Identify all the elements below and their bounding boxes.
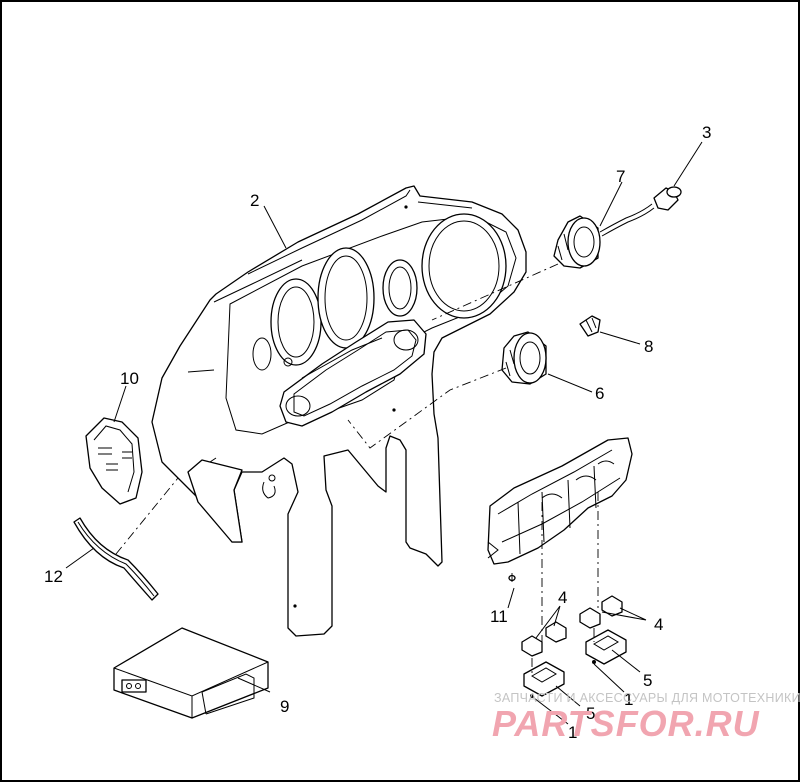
inner-fairing-part-2 [151, 185, 527, 637]
callout-labels: 2 7 3 8 6 10 12 11 4 4 5 1 5 1 9 [44, 123, 711, 742]
clip-parts-4 [521, 595, 623, 657]
connector-part-8 [579, 315, 601, 337]
callout-12: 12 [44, 567, 63, 586]
box-part-9 [113, 627, 269, 719]
bracket-parts-5 [523, 629, 627, 697]
watermark: ЗАПЧАСТИ И АКСЕССУАРЫ ДЛЯ МОТОТЕХНИКИ PA… [492, 691, 800, 744]
leader-lines [65, 141, 703, 725]
speaker-part-7 [553, 215, 601, 269]
callout-10: 10 [120, 369, 139, 388]
callout-11: 11 [490, 607, 508, 626]
outer-fairing-lower-part [487, 437, 633, 565]
callout-7: 7 [616, 167, 625, 186]
screw-parts-1 [530, 660, 596, 698]
callout-5a: 5 [643, 671, 652, 690]
callout-4a: 4 [558, 588, 567, 607]
callout-5b: 5 [586, 704, 595, 723]
callout-3: 3 [702, 123, 711, 142]
speaker-part-6 [501, 331, 547, 385]
gasket-part-10 [85, 417, 143, 505]
callout-4b: 4 [654, 615, 663, 634]
callout-2: 2 [250, 191, 259, 210]
callout-6: 6 [595, 384, 604, 403]
callout-9: 9 [280, 697, 289, 716]
assembly-lines [115, 263, 599, 674]
callout-1a: 1 [624, 690, 633, 709]
callout-8: 8 [644, 337, 653, 356]
callout-1b: 1 [568, 723, 577, 742]
watermark-tagline: ЗАПЧАСТИ И АКСЕССУАРЫ ДЛЯ МОТОТЕХНИКИ [494, 691, 800, 705]
wire-connector-part-3 [599, 186, 682, 237]
trim-strip-part-12 [73, 517, 159, 601]
watermark-brand: PARTSFOR.RU [492, 703, 760, 744]
